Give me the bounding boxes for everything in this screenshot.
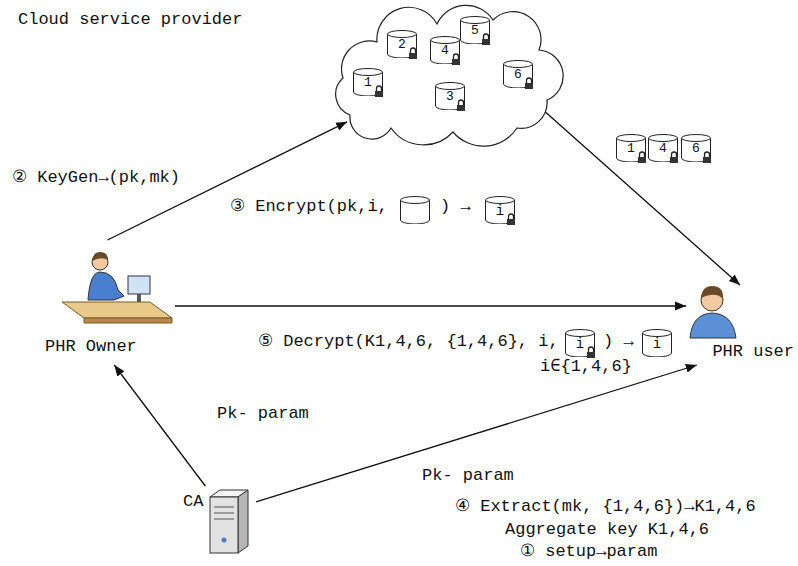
database-outline bbox=[461, 17, 490, 45]
record-number: 4 bbox=[430, 43, 460, 59]
lock-icon bbox=[638, 152, 646, 163]
database-outline bbox=[436, 83, 465, 111]
flow-arrow bbox=[256, 365, 697, 502]
record-number: 2 bbox=[387, 37, 417, 53]
formula-text: ) → bbox=[440, 197, 471, 217]
server-slot bbox=[214, 507, 234, 508]
server-light bbox=[222, 538, 227, 543]
flow-arrow bbox=[114, 365, 205, 486]
database-icon: 1 bbox=[616, 134, 646, 162]
formula-text: ③ Encrypt(pk,i, bbox=[230, 197, 388, 217]
formula-text: ④ Extract(mk, {1,4,6})→K1,4,6 bbox=[455, 497, 756, 517]
server-icon bbox=[210, 490, 248, 553]
node-label: CA bbox=[183, 492, 203, 512]
plain-result-icon bbox=[643, 330, 672, 358]
formula-text: i∈{1,4,6} bbox=[540, 357, 632, 377]
desk-front bbox=[84, 318, 172, 323]
edge-label: Pk- param bbox=[215, 404, 311, 424]
lock-icon bbox=[670, 152, 678, 163]
lock-icon bbox=[457, 100, 465, 111]
icon-letter: i bbox=[485, 203, 515, 219]
icon-letter: i bbox=[642, 336, 672, 352]
plain-record-icon bbox=[401, 197, 430, 225]
server-side bbox=[238, 490, 248, 553]
edge-label: ② KeyGen→(pk,mk) bbox=[10, 168, 182, 188]
database-outline bbox=[431, 37, 460, 65]
node-label: PHR user bbox=[712, 342, 794, 362]
phr-owner: PHR Owner bbox=[40, 240, 175, 365]
database-outline bbox=[617, 135, 646, 163]
server-front bbox=[210, 497, 238, 553]
lock-icon bbox=[525, 78, 533, 89]
lock-icon bbox=[482, 34, 490, 45]
formula-text: ① setup→param bbox=[520, 542, 657, 562]
lock-icon bbox=[587, 347, 595, 358]
record-number: 6 bbox=[681, 141, 711, 157]
lock-icon bbox=[375, 86, 383, 97]
database-icon: 4 bbox=[648, 134, 678, 162]
ciphertext-icon bbox=[566, 330, 595, 358]
record-number: 3 bbox=[435, 89, 465, 105]
server-slot bbox=[214, 513, 234, 514]
icon-letter: i bbox=[565, 336, 595, 352]
cloud-outline bbox=[336, 5, 563, 146]
database-icon: 2 bbox=[387, 30, 417, 58]
monitor-stand bbox=[137, 294, 141, 302]
owner-figure bbox=[62, 252, 172, 323]
edge-label: Pk- param bbox=[420, 466, 516, 486]
flow-arrow bbox=[175, 305, 686, 306]
record-number: 6 bbox=[503, 67, 533, 83]
database-outline bbox=[682, 135, 711, 163]
phr-user: PHR user bbox=[686, 285, 794, 365]
owner-hair bbox=[92, 252, 108, 261]
server-slot bbox=[214, 519, 234, 520]
lock-icon bbox=[452, 54, 460, 65]
database-icon: 4 bbox=[430, 36, 460, 64]
desk bbox=[62, 302, 172, 318]
user-figure bbox=[690, 286, 736, 338]
database-outline bbox=[354, 69, 383, 97]
database-icon: 3 bbox=[435, 82, 465, 110]
record-number: 5 bbox=[460, 23, 490, 39]
database-outline bbox=[388, 31, 417, 59]
record-number: 1 bbox=[616, 141, 646, 157]
user-hair bbox=[701, 286, 723, 299]
certificate-authority: CA bbox=[178, 486, 256, 558]
database-icon: 1 bbox=[353, 68, 383, 96]
encrypted-result-icon bbox=[486, 197, 515, 225]
database-icon: 5 bbox=[460, 16, 490, 44]
formula-text: ⑤ Decrypt(K1,4,6, {1,4,6}, i, bbox=[258, 332, 559, 352]
user-body bbox=[690, 313, 736, 338]
lock-icon bbox=[507, 214, 515, 225]
formula-text: ) → bbox=[603, 332, 634, 352]
node-label: Cloud service provider bbox=[18, 10, 242, 30]
owner-body bbox=[88, 272, 124, 300]
database-outline bbox=[504, 61, 533, 89]
monitor bbox=[128, 276, 150, 294]
database-icon: 6 bbox=[503, 60, 533, 88]
record-number: 4 bbox=[648, 141, 678, 157]
lock-icon bbox=[409, 48, 417, 59]
cloud-region: Cloud service provider123456 bbox=[325, 0, 570, 140]
node-label: PHR Owner bbox=[45, 337, 137, 357]
database-icon: 6 bbox=[681, 134, 711, 162]
database-outline bbox=[649, 135, 678, 163]
lock-icon bbox=[703, 152, 711, 163]
formula-text: Aggregate key K1,4,6 bbox=[505, 520, 709, 540]
record-number: 1 bbox=[353, 75, 383, 91]
flow-arrow bbox=[541, 108, 740, 285]
